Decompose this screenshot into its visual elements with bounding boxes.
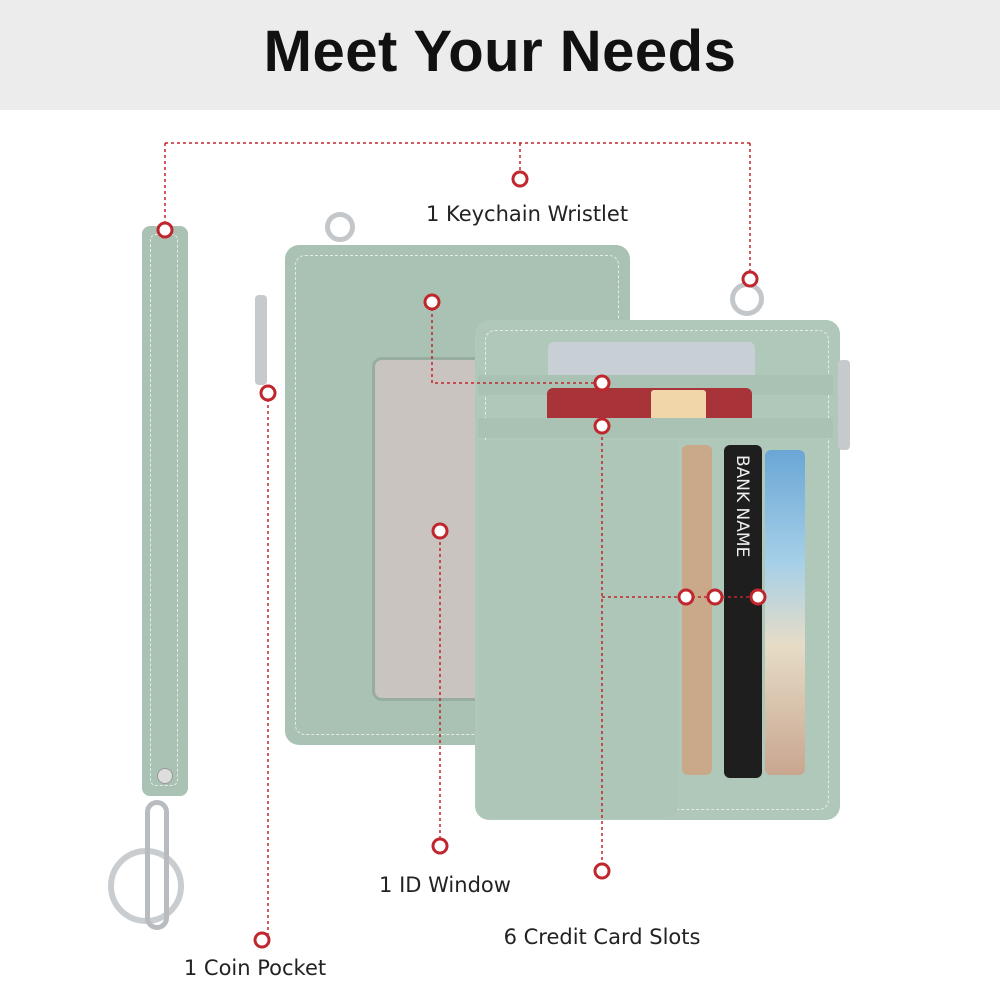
label-card-slots: 6 Credit Card Slots	[503, 925, 701, 949]
marker-dot	[423, 293, 441, 311]
page-title: Meet Your Needs	[263, 19, 737, 84]
zipper-pull-right	[838, 360, 850, 450]
header-banner	[0, 0, 1000, 110]
marker-dot	[253, 931, 271, 949]
label-keychain-wristlet: 1 Keychain Wristlet	[425, 202, 629, 226]
marker-dot	[511, 170, 529, 188]
marker-dot	[593, 417, 611, 435]
marker-dot	[741, 270, 759, 288]
marker-dot	[593, 374, 611, 392]
tan-card	[682, 445, 712, 775]
d-ring-top	[325, 212, 355, 242]
card-slot-front	[478, 440, 678, 818]
marker-dot	[593, 862, 611, 880]
label-coin-pocket: 1 Coin Pocket	[183, 956, 327, 980]
marker-dot	[706, 588, 724, 606]
marker-dot	[259, 384, 277, 402]
clasp	[145, 800, 169, 930]
label-id-window: 1 ID Window	[379, 873, 511, 897]
zipper-pull-left	[255, 295, 267, 385]
photo-card	[765, 450, 805, 775]
marker-dot	[431, 522, 449, 540]
black-card: BANK NAME	[724, 445, 762, 778]
marker-dot	[431, 837, 449, 855]
marker-dot	[749, 588, 767, 606]
rivet	[157, 768, 173, 784]
marker-dot	[677, 588, 695, 606]
marker-dot	[156, 221, 174, 239]
wristlet-strap	[142, 226, 188, 796]
card-slot-2	[478, 418, 833, 438]
red-card	[547, 388, 752, 424]
